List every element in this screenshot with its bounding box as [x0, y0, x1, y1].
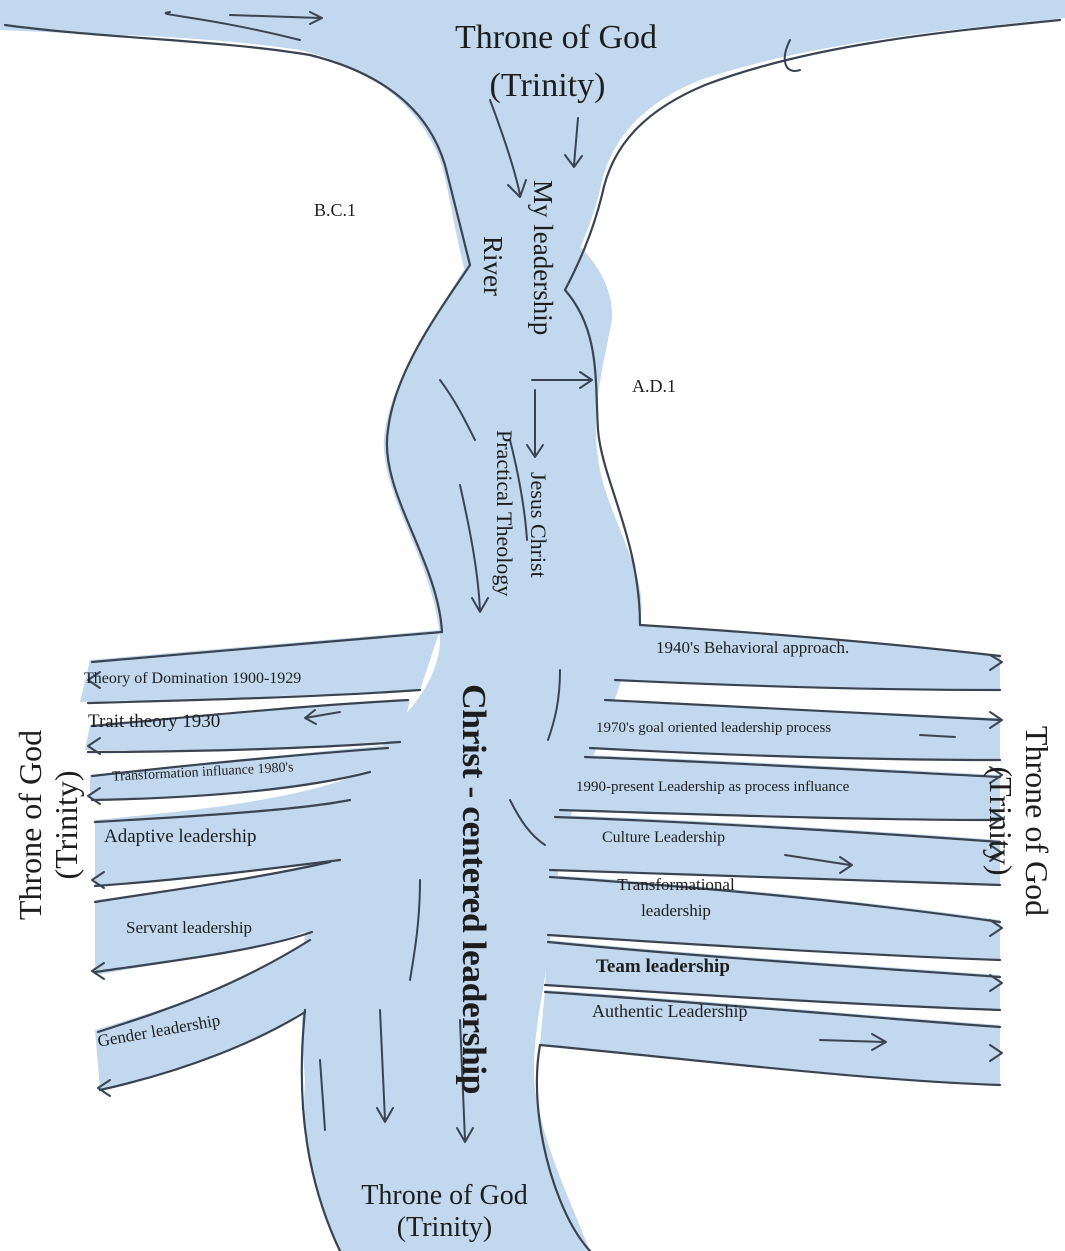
- center-title: Christ - centered leadership: [454, 684, 492, 1094]
- bottom-throne-line1: Throne of God: [352, 1180, 537, 1212]
- right-throne-title: Throne of God (Trinity): [983, 705, 1055, 937]
- right-throne-line1: Throne of God: [1019, 705, 1055, 937]
- left-throne-title: Throne of God (Trinity): [12, 715, 84, 935]
- river-label-line1: My leadership: [527, 180, 558, 335]
- era-bc-label: B.C.1: [314, 200, 356, 221]
- right-branch-label: Transformational leadership: [606, 872, 746, 924]
- left-branch-label: Servant leadership: [126, 918, 252, 938]
- left-throne-line2: (Trinity): [48, 715, 84, 935]
- top-throne-title: Throne of God (Trinity): [455, 18, 640, 106]
- top-throne-line1: Throne of God: [455, 18, 640, 58]
- river-label-line2: River: [477, 236, 508, 296]
- bottom-throne-line2: (Trinity): [352, 1212, 537, 1244]
- top-throne-line2: (Trinity): [455, 66, 640, 106]
- right-throne-line2: (Trinity): [983, 705, 1019, 937]
- right-branch-label: Team leadership: [596, 956, 730, 978]
- right-branch-label: 1990-present Leadership as process influ…: [576, 779, 849, 796]
- left-throne-line1: Throne of God: [12, 715, 48, 935]
- bottom-throne-title: Throne of God (Trinity): [352, 1180, 537, 1244]
- left-branch-label: Adaptive leadership: [104, 826, 256, 848]
- right-branch-label: Culture Leadership: [602, 829, 725, 847]
- era-ad-label: A.D.1: [632, 376, 676, 397]
- jesus-label-line1: Jesus Christ: [525, 472, 551, 578]
- left-branch-label: Trait theory 1930: [88, 711, 220, 733]
- right-branch-label: Authentic Leadership: [592, 1001, 747, 1022]
- left-branch-label: Theory of Domination 1900-1929: [84, 670, 301, 688]
- jesus-label-line2: Practical Theology: [491, 430, 517, 596]
- right-branch-label: 1970's goal oriented leadership process: [596, 720, 831, 737]
- right-branch-label: 1940's Behavioral approach.: [656, 638, 849, 658]
